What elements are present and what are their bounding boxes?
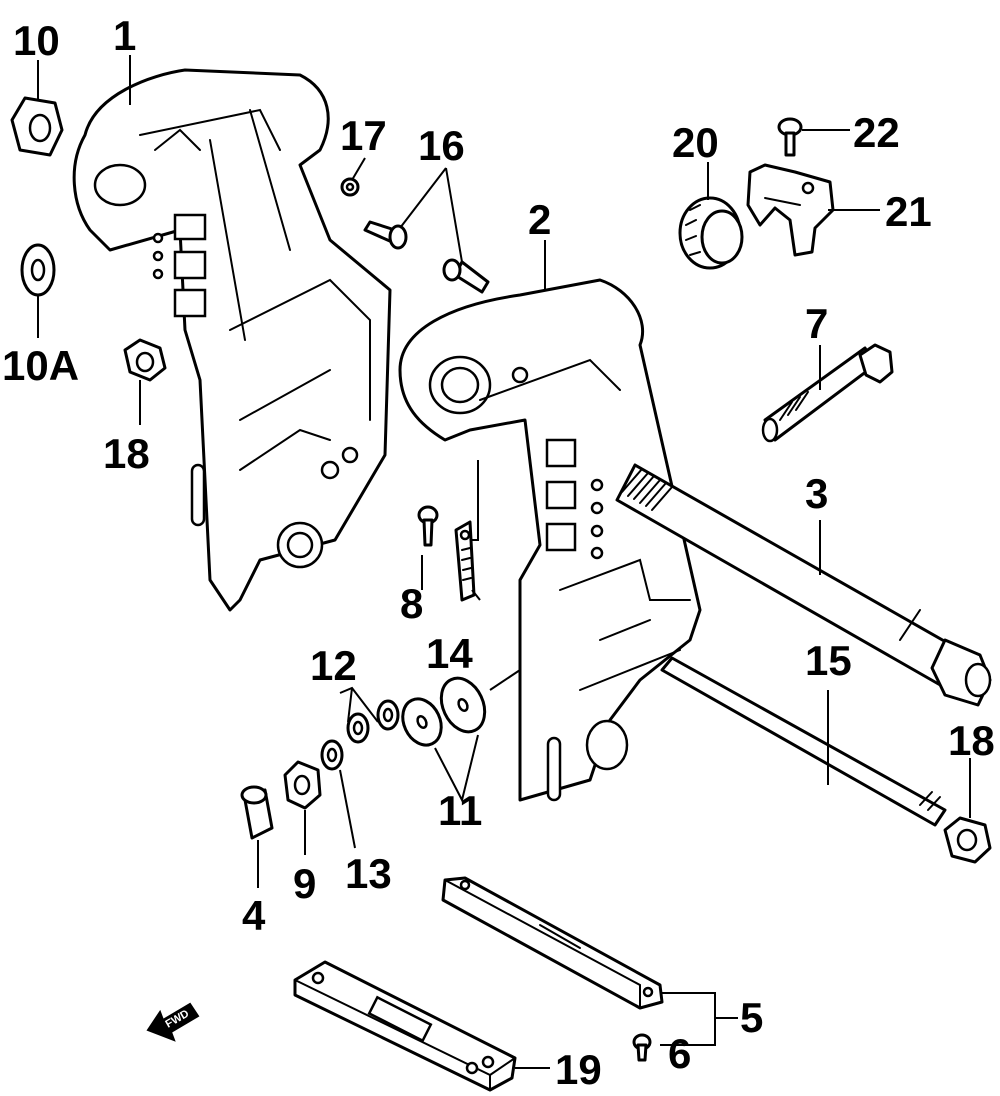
label-part-14: 14 <box>426 630 473 677</box>
label-part-1: 1 <box>113 12 136 59</box>
label-part-10a: 10A <box>2 342 79 389</box>
forward-arrow-icon: FWD <box>146 1002 200 1042</box>
label-part-10: 10 <box>13 17 60 64</box>
label-part-20: 20 <box>672 119 719 166</box>
bushing-4 <box>240 785 274 840</box>
block-21 <box>746 163 835 257</box>
screw-22 <box>777 117 803 157</box>
nut-18-left <box>123 338 167 382</box>
label-part-18-left: 18 <box>103 430 150 477</box>
label-part-12: 12 <box>310 642 357 689</box>
screw-16-lower <box>442 258 490 294</box>
clip-14 <box>454 520 476 602</box>
washer-10a <box>20 243 56 297</box>
rod-15 <box>660 656 947 827</box>
label-part-22: 22 <box>853 109 900 156</box>
screw-8 <box>417 505 439 547</box>
nut-10 <box>10 96 64 157</box>
label-part-4: 4 <box>242 892 266 939</box>
label-part-18-right: 18 <box>948 717 995 764</box>
label-part-19: 19 <box>555 1046 602 1093</box>
screw-16-upper <box>363 220 408 250</box>
plate-5 <box>441 876 664 1010</box>
screw-6 <box>632 1033 652 1062</box>
label-part-15: 15 <box>805 637 852 684</box>
leader-lines <box>37 55 971 1069</box>
clamp-bracket-left <box>72 68 392 612</box>
label-part-9: 9 <box>293 860 316 907</box>
clamp-bracket-right <box>398 278 702 802</box>
label-part-6: 6 <box>668 1030 691 1077</box>
part-number-labels: 1 2 3 4 5 6 7 8 9 10 10A 11 12 13 14 15 … <box>2 12 995 1093</box>
nut-9 <box>283 760 322 810</box>
label-part-21: 21 <box>885 188 932 235</box>
washer-17 <box>340 177 360 197</box>
label-part-8: 8 <box>400 580 423 627</box>
label-part-11: 11 <box>438 787 482 834</box>
label-part-13: 13 <box>345 850 392 897</box>
washer-13 <box>320 739 344 771</box>
label-part-7: 7 <box>805 300 828 347</box>
nut-18-right <box>943 816 992 864</box>
washer-12-a <box>376 699 400 731</box>
plate-19 <box>293 960 517 1092</box>
label-part-3: 3 <box>805 470 828 517</box>
label-part-17: 17 <box>340 112 387 159</box>
washer-11-large <box>439 676 487 734</box>
tilt-tube <box>615 463 992 707</box>
label-part-5: 5 <box>740 994 763 1041</box>
label-part-16: 16 <box>418 122 465 169</box>
cap-20 <box>678 196 744 270</box>
washer-12-b <box>346 712 370 744</box>
washer-11-small <box>401 697 443 747</box>
label-part-2: 2 <box>528 196 551 243</box>
bolt-7 <box>761 343 894 443</box>
